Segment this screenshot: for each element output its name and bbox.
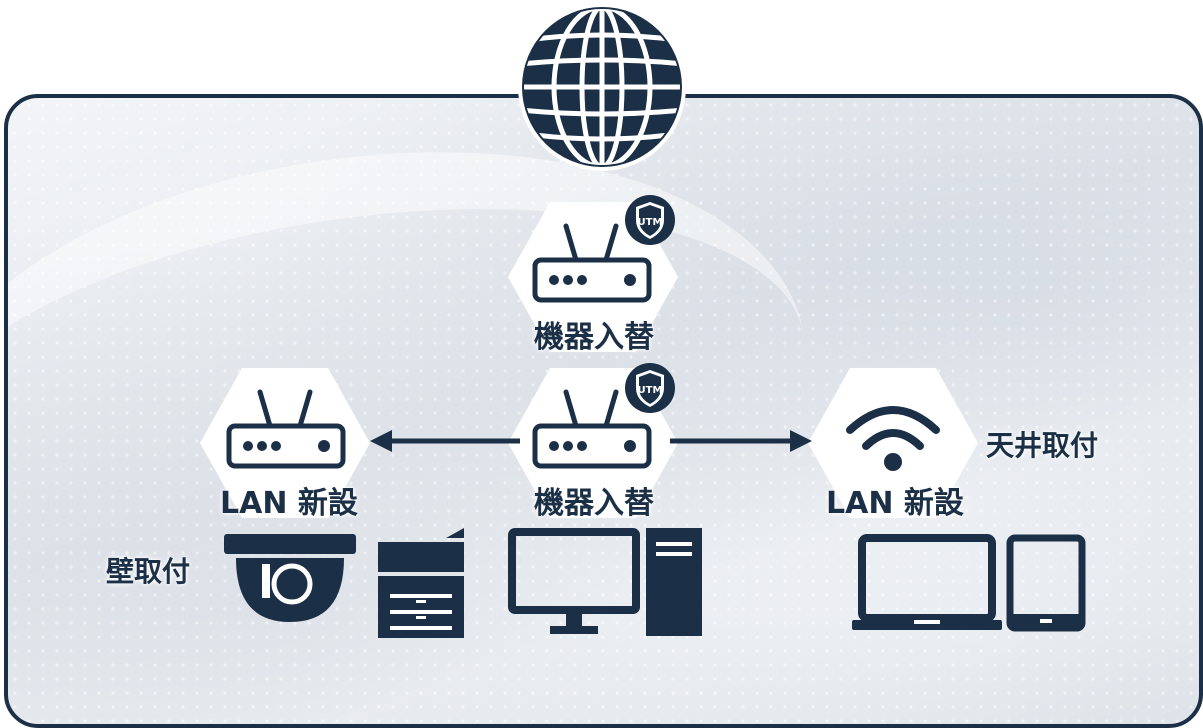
laptop-icon: [852, 534, 1002, 630]
utm-shield-icon: UTM: [625, 195, 675, 245]
router-icon: [226, 389, 346, 469]
wifi-right-label: LAN 新設: [826, 486, 964, 521]
router-icon: [532, 223, 652, 303]
wall-mount-note: 壁取付: [106, 555, 191, 588]
ceiling-mount-note: 天井取付: [986, 429, 1099, 462]
router-left-node: [200, 368, 370, 518]
multifunction-printer-icon: [378, 528, 464, 638]
utm-badge-text: UTM: [638, 217, 663, 228]
utm-badge-text: UTM: [638, 385, 663, 396]
utm-router-top-label: 機器入替: [534, 320, 654, 355]
utm-router-center-label: 機器入替: [534, 486, 654, 521]
arrow-to-left-router: [370, 430, 520, 452]
desktop-pc-icon: [508, 528, 702, 636]
arrow-to-wifi: [670, 430, 812, 452]
dome-camera-icon: [224, 534, 356, 622]
globe-icon: [518, 3, 686, 171]
wifi-right-node: [808, 368, 978, 518]
router-icon: [532, 389, 652, 469]
router-left-label: LAN 新設: [220, 486, 358, 521]
tablet-icon: [1006, 534, 1086, 632]
wifi-access-point-icon: [846, 406, 940, 450]
utm-shield-icon: UTM: [625, 363, 675, 413]
